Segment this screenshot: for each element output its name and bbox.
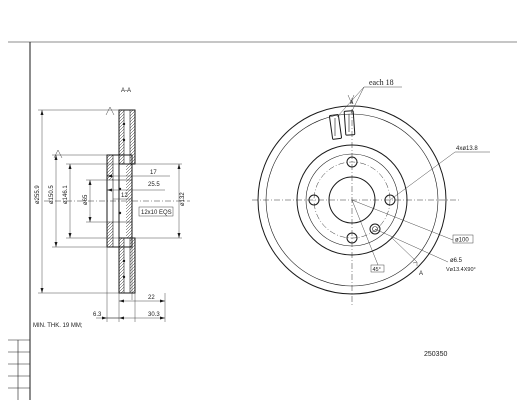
section-label: A-A [121, 88, 131, 94]
hat-inner-ring [305, 153, 399, 247]
note-countersink: Vø13.4X90° [446, 267, 476, 273]
slot-note-box [138, 206, 174, 217]
dim-146-1: ø146.1 [63, 185, 69, 204]
bolt-hole-bottom [346, 232, 358, 244]
dim-132: ø132 [180, 192, 186, 206]
section-arrow-bottom [391, 237, 418, 266]
note-min-thickness: MIN. THK. 19 MM; [33, 323, 83, 329]
section-view: A-A [35, 88, 190, 322]
front-view: A each 18 4xø13.8 ø100 45° ø6.5 Vø13.4X9… [252, 78, 490, 305]
holes-leader [389, 151, 490, 201]
dim-150-5: ø150.5 [49, 185, 55, 204]
bolt-hole-left [308, 194, 320, 206]
note-pcd: ø100 [455, 238, 469, 244]
note-holes: 4xø13.8 [456, 146, 478, 152]
svg-text:A: A [350, 100, 354, 106]
center-bore [328, 176, 376, 224]
title-block-stub [8, 339, 30, 400]
bolt-hole-top [346, 156, 358, 168]
slot-note: 12x10 EQS [141, 210, 172, 216]
locator-hole-inner [372, 226, 378, 232]
note-each: each 18 [369, 78, 394, 87]
dim-25-5: 25.5 [148, 182, 160, 188]
dim-6-3: 6.3 [93, 312, 102, 318]
disc-outer-edge [257, 105, 447, 295]
angle-leader [351, 199, 379, 266]
surface-mark-1 [53, 149, 63, 159]
pcd-box [452, 234, 474, 244]
dim-30-3: 30.3 [148, 312, 160, 318]
extension-lines [38, 109, 182, 322]
each-leader: A [336, 86, 402, 118]
pcd-leader [351, 199, 454, 241]
disc-outer-ring [265, 113, 439, 287]
note-angle: 45° [373, 267, 381, 273]
dim-outer-diameter: ø255.9 [35, 185, 41, 204]
dim-17: 17 [150, 170, 157, 176]
vertical-dimensions [40, 110, 181, 293]
vent-slot-detail [328, 110, 356, 140]
dim-22: 22 [148, 295, 155, 301]
rib-markers [118, 122, 126, 279]
locator-leader [374, 228, 449, 263]
bottom-dimensions [96, 299, 165, 320]
hub-offset-dimensions [107, 174, 170, 200]
note-locator: ø6.5 [450, 258, 463, 264]
angle-box [370, 264, 385, 273]
section-arrow-letter: A [419, 271, 423, 277]
locator-hole [369, 223, 381, 235]
bolt-hole-right [384, 194, 396, 206]
dim-65: ø65 [83, 194, 89, 205]
dim-12: 12 [121, 193, 128, 199]
surface-mark-2 [105, 106, 115, 116]
hat-outer-edge [296, 144, 408, 256]
part-number: 250350 [424, 351, 447, 358]
section-hatching [107, 110, 135, 293]
hub-section [106, 154, 133, 248]
